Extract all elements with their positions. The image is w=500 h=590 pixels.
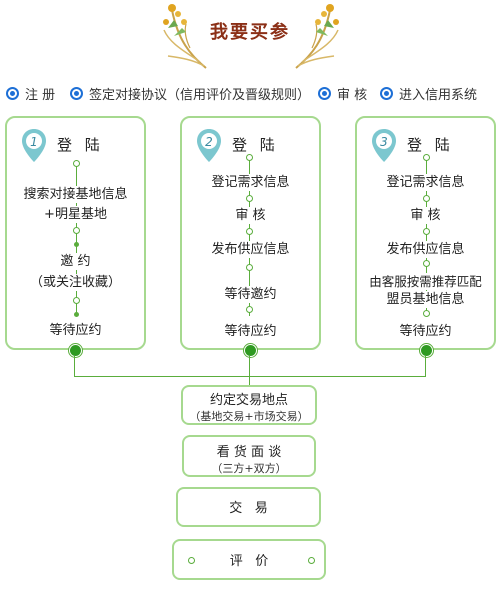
flow-node-dot [246,195,253,202]
flow-node-dot [74,312,79,317]
flow-node-dot [246,306,253,313]
svg-text:1: 1 [30,135,38,149]
card-title: 登 陆 [407,136,454,154]
junction-dot [244,344,257,357]
flow-step-trade-location: 约定交易地点 （基地交易+市场交易） [181,385,317,425]
card-item: 搜索对接基地信息 [7,186,144,203]
card-option-2: 2 登 陆 登记需求信息 审 核 发布供应信息 等待邀约 等待应约 [180,116,321,350]
card-item: 审 核 [357,207,494,224]
card-item: 等待应约 [357,323,494,340]
svg-text:2: 2 [205,135,213,149]
connector-line [425,356,426,376]
step-sign-agreement: 签定对接协议（信用评价及晋级规则） [70,84,310,103]
flow-node-dot [246,264,253,271]
card-item: 盟员基地信息 [357,291,494,308]
flow-node-dot [423,260,430,267]
flow-node-dot [308,557,315,564]
map-pin-icon: 3 [372,129,396,162]
connector-line [74,356,75,376]
flow-step-inspection: 看 货 面 谈 （三方+双方） [182,435,316,477]
card-item: 发布供应信息 [182,241,319,258]
ginseng-right-decoration [295,4,339,69]
map-pin-icon: 2 [197,129,221,162]
flow-node-dot [188,557,195,564]
flow-node-dot [73,297,80,304]
svg-text:3: 3 [380,135,388,149]
card-item: （或关注收藏） [7,274,144,291]
ginseng-left-decoration [163,4,207,69]
radio-icon [380,87,393,100]
flow-connector [426,156,427,316]
page-title: 我要买参 [210,22,290,43]
card-item: 审 核 [182,207,319,224]
flow-node-dot [246,154,253,161]
flow-node-dot [73,160,80,167]
step-register: 注 册 [6,84,55,103]
card-item: 发布供应信息 [357,241,494,258]
flow-node-dot [423,195,430,202]
flow-node-dot [73,227,80,234]
step-review: 审 核 [318,84,367,103]
junction-dot [420,344,433,357]
flow-step-evaluation: 评 价 [172,539,326,580]
card-title: 登 陆 [57,136,104,154]
flow-step-trade: 交 易 [176,487,321,527]
card-item: 由客服按需推荐匹配 [357,273,494,290]
card-title: 登 陆 [232,136,279,154]
step-enter-credit-system: 进入信用系统 [380,84,477,103]
junction-dot [69,344,82,357]
flow-connector [76,162,77,316]
card-option-1: 1 登 陆 搜索对接基地信息 +明星基地 邀 约 （或关注收藏） 等待应约 [5,116,146,350]
card-item: 邀 约 [7,253,144,270]
connector-line [74,376,426,377]
card-item: 登记需求信息 [182,174,319,191]
flow-connector [249,156,250,316]
connector-line [249,356,250,386]
card-option-3: 3 登 陆 登记需求信息 审 核 发布供应信息 由客服按需推荐匹配 盟员基地信息… [355,116,496,350]
flow-node-dot [423,154,430,161]
radio-icon [318,87,331,100]
radio-icon [70,87,83,100]
radio-icon [6,87,19,100]
card-item: +明星基地 [7,206,144,223]
flow-node-dot [423,310,430,317]
flow-node-dot [74,242,79,247]
flow-node-dot [246,228,253,235]
map-pin-icon: 1 [22,129,46,162]
card-item: 等待应约 [7,322,144,339]
card-item: 等待邀约 [182,286,319,303]
card-item: 登记需求信息 [357,174,494,191]
card-item: 等待应约 [182,323,319,340]
flow-node-dot [423,228,430,235]
